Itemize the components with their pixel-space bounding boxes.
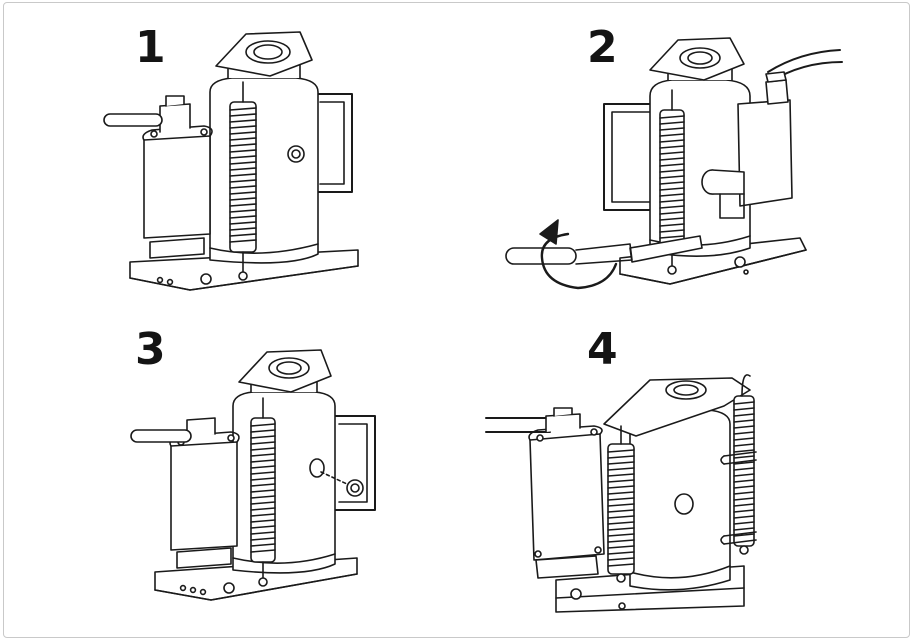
jack-plug-removal-icon xyxy=(125,346,385,608)
step-1-number: 1 xyxy=(135,22,166,73)
jack-with-handle-hook-icon xyxy=(480,360,780,624)
jack-with-pump-side-icon xyxy=(100,22,370,304)
step-2-number: 2 xyxy=(587,22,618,73)
jack-release-handle-rotate-icon xyxy=(500,22,845,304)
step-4-number: 4 xyxy=(587,324,618,375)
illustration-frame xyxy=(3,2,910,638)
step-3-number: 3 xyxy=(135,324,166,375)
